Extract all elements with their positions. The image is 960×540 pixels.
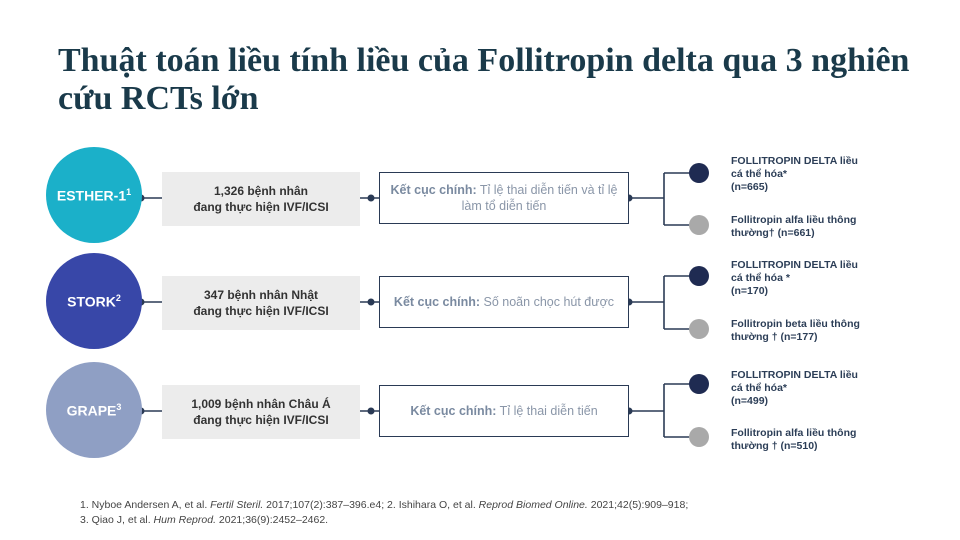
arm-node-comparator [689,427,709,447]
population-box: 347 bệnh nhân Nhật đang thực hiện IVF/IC… [162,276,360,330]
study-name: GRAPE [66,402,117,419]
study-circle-esther: ESTHER-11 [46,147,142,243]
population-box: 1,009 bệnh nhân Châu Á đang thực hiện IV… [162,385,360,439]
outcome-box: Kết cục chính: Số noãn chọc hút được [379,276,629,328]
reference-text: 2021;36(9):2452–2462. [216,514,329,526]
arm-node-delta [689,163,709,183]
study-name: STORK [67,293,116,310]
outcome-text: Tỉ lệ thai diễn tiến và tỉ lệ làm tổ diễ… [461,183,618,213]
population-text: 347 bệnh nhân Nhật đang thực hiện IVF/IC… [193,288,329,318]
study-ref: 1 [126,186,132,197]
outcome-label: Kết cục chính: [410,404,497,418]
study-ref: 3 [116,401,122,412]
outcome-label: Kết cục chính: [390,183,477,197]
arm-label-comparator: Follitropin alfa liều thông thường† (n=6… [731,214,857,239]
connector-dot [367,194,375,202]
connector-dot [367,298,375,306]
arm-node-delta [689,374,709,394]
arm-label-comparator: Follitropin alfa liều thông thường † (n=… [731,427,857,452]
reference-text: 2017;107(2):387–396.e4; 2. Ishihara O, e… [263,499,479,511]
references: 1. Nyboe Andersen A, et al. Fertil Steri… [80,498,900,528]
connector-dot [367,407,375,415]
study-circle-stork: STORK2 [46,253,142,349]
reference-text: 2021;42(5):909–918; [587,499,689,511]
study-circle-grape: GRAPE3 [46,362,142,458]
journal-name: Reprod Biomed Online. [478,499,588,511]
study-name: ESTHER-1 [56,187,127,204]
outcome-label: Kết cục chính: [393,295,481,309]
arm-node-delta [689,266,709,286]
arm-node-comparator [689,319,709,339]
arm-label-delta: FOLLITROPIN DELTA liều cá thể hóa* (n=49… [731,369,858,407]
study-ref: 2 [115,292,121,303]
reference-line-2: 3. Qiao J, et al. Hum Reprod. 2021;36(9)… [80,513,900,528]
arm-node-comparator [689,215,709,235]
journal-name: Hum Reprod. [153,514,216,526]
reference-line-1: 1. Nyboe Andersen A, et al. Fertil Steri… [80,498,900,513]
arm-label-delta: FOLLITROPIN DELTA liều cá thể hóa* (n=66… [731,155,858,193]
arm-label-comparator: Follitropin beta liều thông thường † (n=… [731,318,860,343]
arm-label-delta: FOLLITROPIN DELTA liều cá thể hóa * (n=1… [731,259,858,297]
outcome-text: Số noãn chọc hút được [480,295,615,309]
reference-text: 1. Nyboe Andersen A, et al. [80,499,211,511]
population-text: 1,326 bệnh nhân đang thực hiện IVF/ICSI [193,184,329,214]
population-box: 1,326 bệnh nhân đang thực hiện IVF/ICSI [162,172,360,226]
population-text: 1,009 bệnh nhân Châu Á đang thực hiện IV… [191,397,331,427]
outcome-box: Kết cục chính: Tỉ lệ thai diễn tiến và t… [379,172,629,224]
reference-text: 3. Qiao J, et al. [80,514,154,526]
outcome-box: Kết cục chính: Tỉ lệ thai diễn tiến [379,385,629,437]
page-title: Thuật toán liều tính liều của Follitropi… [58,42,910,117]
journal-name: Fertil Steril. [210,499,264,511]
outcome-text: Tỉ lệ thai diễn tiến [496,404,598,418]
